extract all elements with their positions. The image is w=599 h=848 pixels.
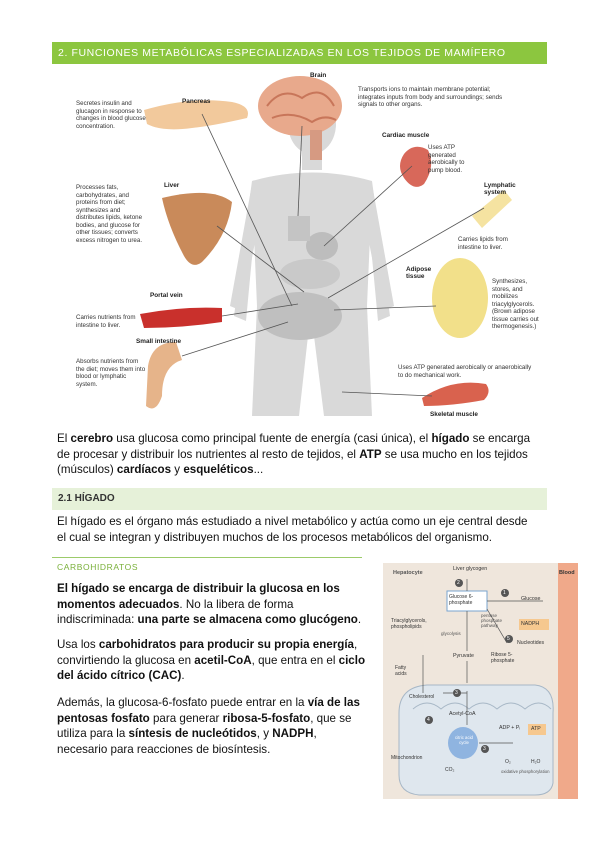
- label-g6p: Glucose 6-phosphate: [449, 594, 474, 606]
- small-intestine-image: [146, 342, 182, 409]
- portal-title: Portal vein: [150, 292, 183, 299]
- brain-desc: Transports ions to maintain membrane pot…: [358, 86, 503, 108]
- organ-figure: Pancreas Secretes insulin and glucagon i…: [52, 66, 547, 426]
- step-number-2: 2: [457, 580, 460, 586]
- adipose-title: Adipose tissue: [406, 266, 432, 280]
- label-hepatocyte: Hepatocyte: [393, 570, 423, 576]
- label-o2: O₂: [505, 759, 511, 765]
- skeletal-title: Skeletal muscle: [430, 411, 478, 418]
- skeletal-desc: Uses ATP generated aerobically or anaero…: [398, 364, 532, 379]
- step-number-1: 1: [503, 590, 506, 596]
- citric-acid-cycle-shape: [448, 727, 478, 759]
- adipose-desc: Synthesizes, stores, and mobilizes triac…: [492, 278, 539, 330]
- label-cholesterol: Cholesterol: [409, 694, 435, 700]
- hepatocyte-metabolism-figure: Hepatocyte Blood Liver glycogen Glucose …: [383, 563, 578, 799]
- liver-title: Liver: [164, 182, 180, 189]
- cardiac-title: Cardiac muscle: [382, 132, 430, 139]
- brain-title: Brain: [310, 72, 327, 79]
- section-header: 2. FUNCIONES METABÓLICAS ESPECIALIZADAS …: [52, 42, 547, 64]
- brain-image: [258, 76, 342, 160]
- lymphatic-desc: Carries lipids from intestine to liver.: [458, 236, 508, 251]
- label-ribose: Ribose 5-phosphate: [491, 652, 515, 664]
- nadph-box: [519, 619, 549, 630]
- label-glucose: Glucose: [521, 596, 541, 602]
- subheading-carbohidratos: CARBOHIDRATOS: [57, 562, 139, 572]
- step-number-4: 4: [427, 717, 430, 723]
- section-heading-liver: 2.1 HÍGADO: [52, 488, 547, 510]
- carbo-paragraph-3: Además, la glucosa-6-fosfato puede entra…: [57, 696, 360, 756]
- label-glycogen: Liver glycogen: [453, 566, 488, 572]
- step-markers: [425, 579, 513, 753]
- portal-desc: Carries nutrients from intestine to live…: [76, 314, 136, 329]
- pancreas-image: [144, 100, 248, 130]
- step-number-3a: 3: [455, 690, 458, 696]
- mitochondrion-cristae: [412, 702, 552, 710]
- intestine-desc: Absorbs nutrients from the diet; moves t…: [76, 358, 146, 388]
- label-nadph: NADPH: [521, 621, 540, 627]
- intestine-title: Small intestine: [136, 338, 182, 345]
- label-acetyl-coa: Acetyl-CoA: [449, 711, 476, 717]
- divider: [52, 557, 362, 558]
- label-fatty-acids: Fatty acids: [395, 665, 407, 677]
- label-adp: ADP + Pᵢ: [499, 725, 521, 731]
- label-co2: CO₂: [445, 767, 455, 773]
- carbo-paragraph-1: El hígado se encarga de distribuir la gl…: [57, 582, 362, 626]
- liver-paragraph: El hígado es el órgano más estudiado a n…: [57, 515, 528, 544]
- portal-vein-image: [140, 307, 222, 328]
- adipose-image: [432, 258, 488, 338]
- cardiac-desc: Uses ATP generated aerobically to pump b…: [428, 144, 465, 174]
- atp-box: [528, 724, 546, 735]
- pointer-lines: [181, 113, 485, 397]
- lymphatic-title: Lymphatic system: [484, 182, 516, 196]
- pancreas-title: Pancreas: [182, 98, 211, 105]
- label-pyruvate: Pyruvate: [453, 653, 474, 659]
- liver-image: [162, 192, 232, 265]
- body-illustration: [140, 76, 512, 416]
- skeletal-muscle-image: [422, 382, 489, 406]
- label-citric-cycle: citric acid cycle: [455, 735, 473, 745]
- intro-paragraph: El cerebro usa glucosa como principal fu…: [57, 432, 531, 476]
- label-mitochondrion: Mitochondrion: [391, 755, 423, 761]
- pancreas-desc: Secretes insulin and glucagon in respons…: [76, 100, 146, 130]
- step-number-3b: 3: [483, 746, 486, 752]
- label-h2o: H₂O: [531, 759, 541, 765]
- label-nucleotides: Nucleotides: [517, 640, 545, 646]
- metabolism-diagram: [383, 563, 578, 799]
- carbo-paragraph-2: Usa los carbohidratos para producir su p…: [57, 638, 366, 682]
- label-triacylglycerols: Triacylglycerols, phospholipids: [391, 618, 427, 630]
- liver-desc: Processes fats, carbohydrates, and prote…: [76, 184, 143, 244]
- label-atp: ATP: [531, 726, 541, 732]
- step-number-5a: 5: [507, 636, 510, 642]
- label-pentose: pentose phosphate pathway: [481, 613, 503, 628]
- label-oxphos: oxidative phosphorylation: [501, 769, 550, 774]
- lymphatic-image: [472, 190, 512, 228]
- heart-image: [400, 146, 432, 187]
- label-glycolysis: glycolysis: [441, 631, 461, 636]
- internal-organs: [258, 216, 342, 340]
- blood-column: [558, 563, 578, 799]
- label-blood: Blood: [559, 570, 575, 576]
